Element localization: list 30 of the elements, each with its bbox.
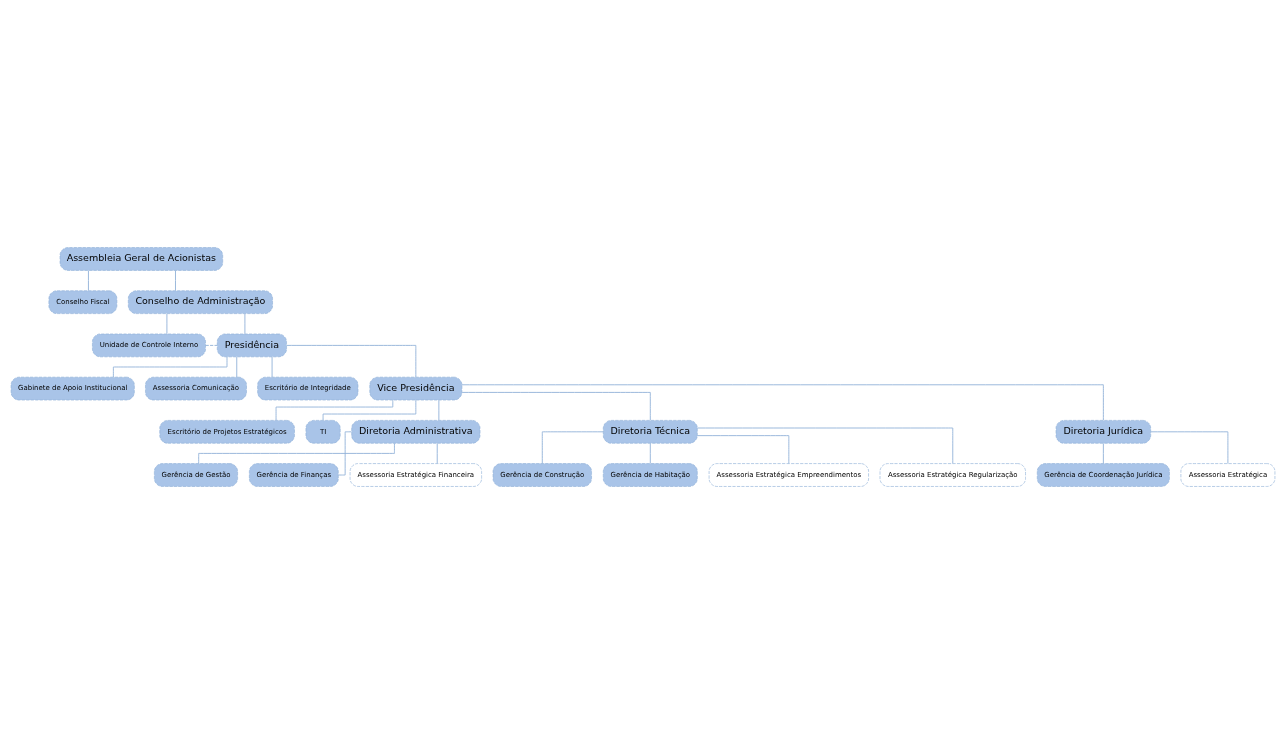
connector [338,431,352,476]
connector [112,356,228,378]
connector [696,435,790,464]
connector [649,442,651,464]
connector [166,313,168,335]
node-box: Diretoria Técnica [602,420,698,444]
connector [438,399,440,421]
node-box: Diretoria Administrativa [351,420,481,444]
node-box: Vice Presidência [369,376,463,401]
connector [1150,431,1229,464]
connector [275,399,394,421]
connector [244,313,246,335]
node-box: Conselho de Administração [128,290,273,314]
connector [88,270,89,292]
connector [198,442,395,464]
connector [461,391,651,421]
connector [236,356,238,378]
node-box: Diretoria Jurídica [1055,420,1151,444]
connector [461,384,1104,421]
connector [436,442,438,464]
connector [1102,442,1104,464]
connector [175,270,176,292]
connector [541,431,604,464]
connector [271,356,273,378]
connector [286,344,417,378]
node-box: Presidência [216,333,287,358]
connector [205,344,218,346]
connector [322,399,417,421]
connector [696,427,954,464]
node-box: Assembleia Geral de Acionistas [59,247,223,271]
